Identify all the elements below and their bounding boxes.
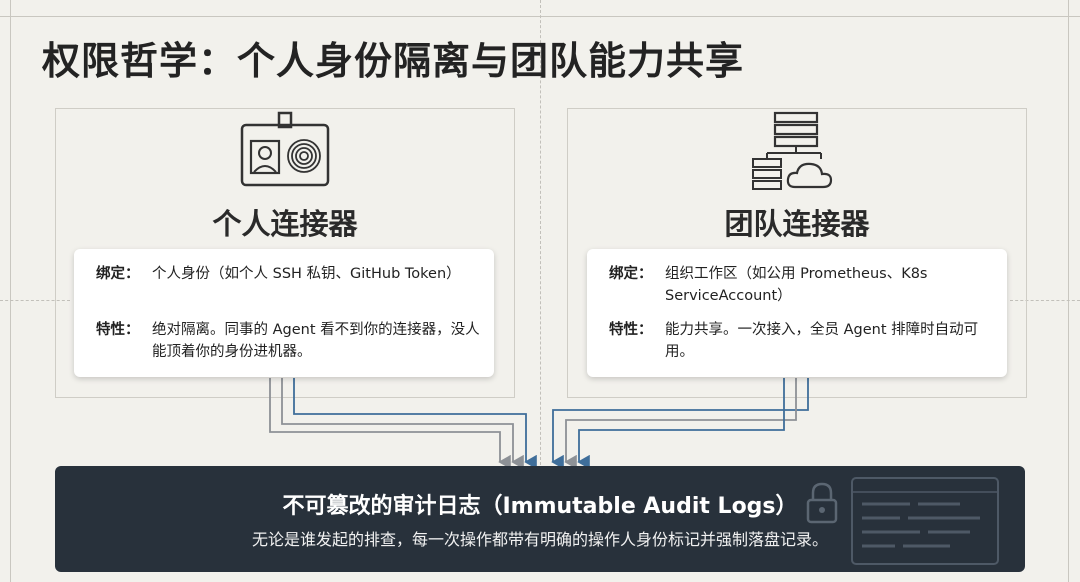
feature-label: 特性： — [96, 322, 140, 338]
feature-row: 特性： 绝对隔离。同事的 Agent 看不到你的连接器，没人能顶着你的身份进机器… — [96, 319, 480, 363]
team-connector-panel: 团队连接器 — [567, 108, 1027, 398]
binding-value: 组织工作区（如公用 Prometheus、K8s ServiceAccount） — [665, 266, 928, 304]
guide-line-right — [1010, 300, 1080, 301]
personal-connector-card: 绑定： 个人身份（如个人 SSH 私钥、GitHub Token） 特性： 绝对… — [74, 249, 494, 377]
lock-icon — [806, 482, 838, 524]
feature-value: 能力共享。一次接入，全员 Agent 排障时自动可用。 — [665, 322, 979, 360]
terminal-log-icon — [851, 477, 999, 565]
guide-line-left — [0, 300, 70, 301]
personal-connector-heading: 个人连接器 — [212, 207, 358, 241]
team-connector-heading: 团队连接器 — [724, 207, 870, 241]
personal-connector-panel: 个人连接器 — [55, 108, 515, 398]
audit-subtitle: 无论是谁发起的排查，每一次操作都带有明确的操作人身份标记并强制落盘记录。 — [251, 530, 828, 549]
feature-row: 特性： 能力共享。一次接入，全员 Agent 排障时自动可用。 — [609, 319, 993, 363]
server-cloud-icon — [752, 111, 833, 190]
center-divider — [540, 0, 541, 470]
id-badge-fingerprint-icon — [240, 111, 330, 187]
binding-label: 绑定： — [96, 266, 140, 282]
feature-value: 绝对隔离。同事的 Agent 看不到你的连接器，没人能顶着你的身份进机器。 — [152, 322, 480, 360]
feature-label: 特性： — [609, 322, 653, 338]
binding-row: 绑定： 组织工作区（如公用 Prometheus、K8s ServiceAcco… — [609, 263, 993, 307]
audit-title: 不可篡改的审计日志（Immutable Audit Logs） — [282, 494, 798, 519]
page-title: 权限哲学：个人身份隔离与团队能力共享 — [42, 39, 745, 83]
binding-label: 绑定： — [609, 266, 653, 282]
binding-row: 绑定： 个人身份（如个人 SSH 私钥、GitHub Token） — [96, 263, 480, 285]
frame-right-line — [1068, 0, 1069, 582]
binding-value: 个人身份（如个人 SSH 私钥、GitHub Token） — [152, 266, 461, 282]
frame-left-line — [10, 0, 11, 582]
team-connector-card: 绑定： 组织工作区（如公用 Prometheus、K8s ServiceAcco… — [587, 249, 1007, 377]
audit-log-bar: 不可篡改的审计日志（Immutable Audit Logs） 无论是谁发起的排… — [55, 466, 1025, 572]
